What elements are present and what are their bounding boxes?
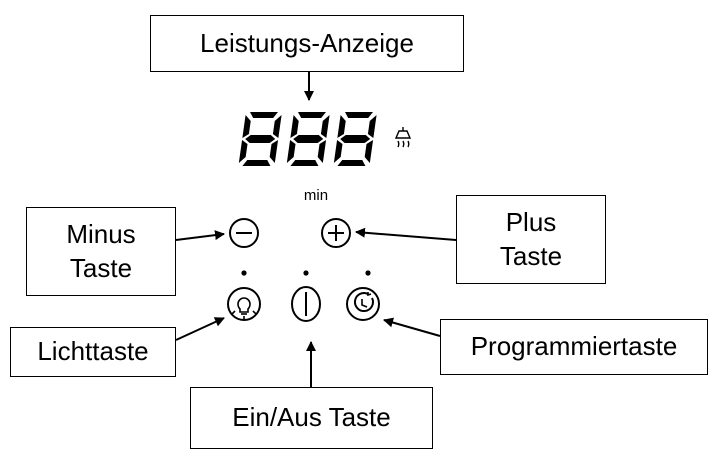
unit-label: min (304, 187, 328, 204)
light-indicator-dot (241, 270, 247, 276)
minus-callout-line2: Taste (69, 252, 133, 283)
program-callout-text: Programmiertaste (470, 331, 678, 362)
power-callout: Ein/Aus Taste (190, 387, 433, 449)
seven-segment-display (238, 112, 377, 166)
digit (238, 112, 282, 166)
minus-callout: Minus Taste (26, 207, 176, 296)
minus-callout-line1: Minus (66, 218, 136, 249)
plus-callout: Plus Taste (456, 195, 606, 284)
digit (286, 112, 330, 166)
display-callout-text: Leistungs-Anzeige (200, 27, 414, 58)
fan-hood-icon (394, 127, 412, 148)
minus-circle-icon[interactable] (229, 218, 259, 248)
plus-circle-icon[interactable] (321, 218, 351, 248)
light-callout-text: Lichttaste (37, 336, 149, 367)
minus-arrow (175, 230, 225, 241)
plus-callout-line1: Plus (505, 206, 557, 237)
bulb-icon[interactable] (227, 287, 261, 321)
plus-callout-line2: Taste (499, 240, 563, 271)
power-indicator-dot (303, 270, 309, 276)
light-callout: Lichttaste (10, 327, 176, 377)
timer-indicator-dot (365, 270, 371, 276)
plus-arrow (355, 227, 457, 241)
digit (333, 112, 377, 166)
clock-timer-icon[interactable] (346, 287, 380, 321)
program-callout: Programmiertaste (440, 319, 708, 375)
display-callout: Leistungs-Anzeige (150, 15, 464, 72)
program-arrow (383, 317, 441, 337)
power-icon[interactable] (291, 286, 321, 322)
power-callout-text: Ein/Aus Taste (232, 402, 391, 433)
light-arrow (175, 317, 225, 341)
